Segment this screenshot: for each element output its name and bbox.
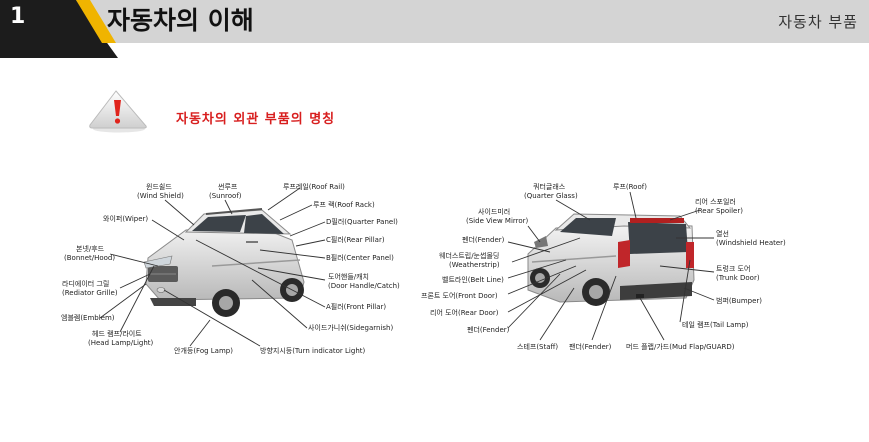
warning-triangle-icon <box>89 90 147 133</box>
label-rear-spoiler: 리어 스포일러 <box>695 197 736 206</box>
label-fog-lamp: 안개등(Fog Lamp) <box>174 346 233 355</box>
rear-leader-lines <box>507 191 715 341</box>
label-rear-door: 리어 도어(Rear Door) <box>430 308 499 317</box>
label-side-mirror-en: (Side View Mirror) <box>466 217 529 225</box>
label-heater-en: (Windshield Heater) <box>716 239 786 247</box>
label-quarter-panel: D필러(Quarter Panel) <box>326 217 398 226</box>
label-bonnet: 본넷/후드 <box>76 244 105 253</box>
label-bumper: 범퍼(Bumper) <box>716 296 762 305</box>
rear-suv-illustration <box>527 213 695 306</box>
label-tail-lamp: 테일 램프(Tail Lamp) <box>682 320 749 329</box>
label-rear-spoiler-en: (Rear Spoiler) <box>695 207 743 215</box>
label-weatherstrip: 웨더스트립/눈썹몰딩 <box>439 251 499 260</box>
label-radiator: 라디에이터 그릴 <box>62 279 109 288</box>
label-center-panel: B필러(Center Panel) <box>326 253 394 262</box>
label-weatherstrip-en: (Weatherstrip) <box>449 261 500 269</box>
label-headlamp: 헤드 램프/라이트 <box>92 329 142 338</box>
label-radiator-en: (Rediator Grille) <box>62 289 118 297</box>
label-windshield: 윈드쉴드 <box>146 182 172 191</box>
label-trunk-door-en: (Trunk Door) <box>716 274 760 282</box>
label-front-pillar: A필러(Front Pillar) <box>326 302 386 311</box>
label-door-handle: 도어핸들/캐치 <box>328 272 369 281</box>
label-roof-rack: 루프 랙(Roof Rack) <box>313 200 375 209</box>
label-emblem: 엠블렘(Emblem) <box>61 313 115 322</box>
rear-part-labels: 쿼터글래스 (Quarter Glass) 루프(Roof) 사이드미러 (Si… <box>421 182 786 351</box>
label-sidegarnish: 사이드가니쉬(Sidegarnish) <box>308 323 393 332</box>
front-suv-illustration <box>143 208 305 317</box>
label-fender-bottom: 펜더(Fender) <box>467 325 510 334</box>
car-parts-diagram: 윈드쉴드 (Wind Shield) 썬루프 (Sunroof) 루프레일(Ro… <box>61 182 786 355</box>
label-wiper: 와이퍼(Wiper) <box>103 214 148 223</box>
label-rear-pillar: C필러(Rear Pillar) <box>326 235 385 244</box>
label-side-mirror: 사이드미러 <box>478 207 510 216</box>
label-sunroof-en: (Sunroof) <box>209 192 242 200</box>
label-roof: 루프(Roof) <box>613 183 647 191</box>
section-subtitle: 자동차의 외관 부품의 명칭 <box>176 112 336 127</box>
label-turn-light: 방향지시등(Turn indicator Light) <box>260 346 366 355</box>
page-title: 자동차의 이해 <box>107 6 254 35</box>
label-belt-line: 벨트라인(Belt Line) <box>442 275 504 284</box>
label-fender-mid: 팬더(Fender) <box>569 342 612 351</box>
front-leader-lines <box>99 187 326 347</box>
header-bar <box>0 0 869 43</box>
label-heater: 열선 <box>716 229 729 238</box>
label-fender-top: 펜더(Fender) <box>462 235 505 244</box>
label-sunroof: 썬루프 <box>218 182 238 191</box>
label-door-handle-en: (Door Handle/Catch) <box>328 282 400 290</box>
label-windshield-en: (Wind Shield) <box>137 192 184 200</box>
label-quarter-glass: 쿼터글래스 <box>533 182 566 191</box>
label-front-door: 프론트 도어(Front Door) <box>421 291 498 300</box>
label-trunk-door: 트렁크 도어 <box>716 264 750 273</box>
front-part-labels: 윈드쉴드 (Wind Shield) 썬루프 (Sunroof) 루프레일(Ro… <box>61 182 400 355</box>
section-label: 자동차 부품 <box>778 13 858 31</box>
label-staff: 스테프(Staff) <box>517 343 558 351</box>
label-headlamp-en: (Head Lamp/Light) <box>88 339 154 347</box>
label-roof-rail: 루프레일(Roof Rail) <box>283 182 345 191</box>
label-quarter-glass-en: (Quarter Glass) <box>524 192 578 200</box>
section-number: 1 <box>10 4 26 29</box>
label-mud-flap: 머드 플랩/가드(Mud Flap/GUARD) <box>626 342 735 351</box>
label-bonnet-en: (Bonnet/Hood) <box>64 254 115 262</box>
